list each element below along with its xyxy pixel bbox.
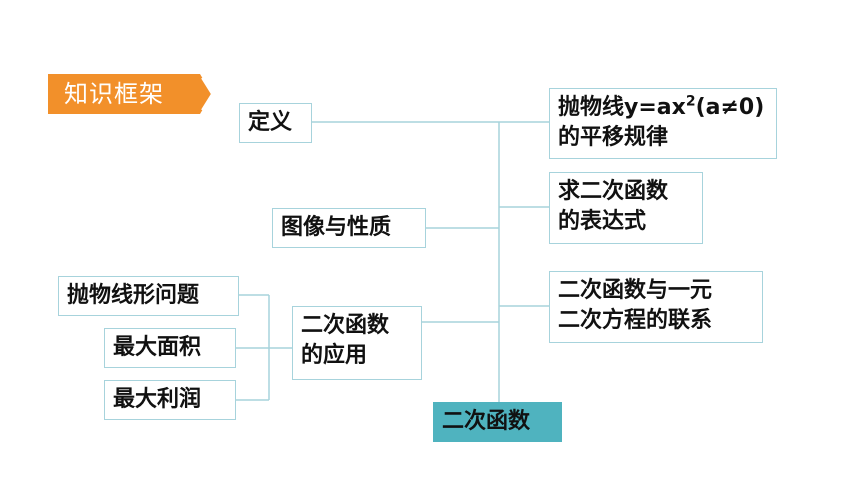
node-app-parabola-problem: 抛物线形问题 bbox=[58, 276, 239, 316]
node-application-line2: 的应用 bbox=[301, 343, 368, 368]
node-equation-line1: 二次函数与一元 bbox=[558, 278, 713, 303]
shift-line1-suffix: (a≠0) bbox=[695, 95, 765, 120]
node-app-max-area: 最大面积 bbox=[104, 328, 236, 368]
shift-exponent: 2 bbox=[685, 93, 696, 110]
node-shift-rule: 抛物线y=ax2(a≠0) 的平移规律 bbox=[549, 88, 777, 159]
section-badge bbox=[48, 74, 214, 114]
node-application-line1: 二次函数 bbox=[301, 313, 390, 338]
node-equation: 二次函数与一元 二次方程的联系 bbox=[549, 271, 763, 343]
node-expression-line2: 的表达式 bbox=[558, 209, 647, 234]
node-expression-line1: 求二次函数 bbox=[558, 179, 669, 204]
node-app-max-profit-label: 最大利润 bbox=[113, 387, 202, 412]
node-equation-line2: 二次方程的联系 bbox=[558, 308, 713, 333]
node-app-parabola-problem-label: 抛物线形问题 bbox=[67, 283, 200, 308]
badge-chevron-icon bbox=[201, 77, 214, 111]
node-definition-label: 定义 bbox=[248, 110, 293, 135]
node-properties-label: 图像与性质 bbox=[281, 215, 392, 240]
node-properties: 图像与性质 bbox=[272, 208, 426, 248]
node-expression: 求二次函数 的表达式 bbox=[549, 172, 703, 244]
node-app-max-profit: 最大利润 bbox=[104, 380, 236, 420]
node-definition: 定义 bbox=[239, 103, 312, 143]
shift-line1-prefix: 抛物线y=ax bbox=[558, 95, 686, 120]
section-title: 知识框架 bbox=[64, 80, 164, 108]
badge-shape bbox=[48, 74, 212, 114]
node-root-label: 二次函数 bbox=[442, 409, 531, 434]
node-shift-rule-line1: 抛物线y=ax2(a≠0) bbox=[558, 93, 768, 123]
node-shift-rule-line2: 的平移规律 bbox=[558, 125, 669, 150]
node-application: 二次函数 的应用 bbox=[292, 306, 422, 380]
node-root: 二次函数 bbox=[433, 402, 562, 442]
node-app-max-area-label: 最大面积 bbox=[113, 335, 202, 360]
